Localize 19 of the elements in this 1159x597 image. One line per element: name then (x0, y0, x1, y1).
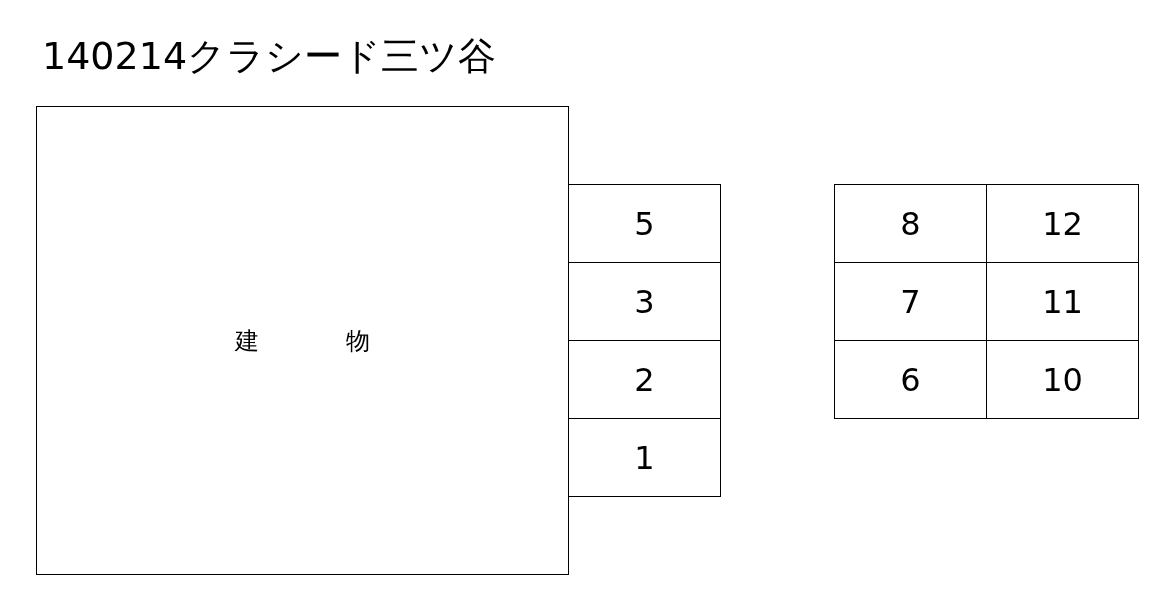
space-number: 6 (900, 360, 921, 399)
parking-space (568, 184, 721, 263)
parking-space (834, 184, 987, 263)
space-number: 12 (1042, 204, 1083, 243)
building-outline (36, 106, 569, 575)
plan-title: 140214クラシード三ツ谷 (42, 36, 497, 78)
parking-space (986, 184, 1139, 263)
space-number: 11 (1042, 282, 1083, 321)
space-number: 1 (634, 438, 655, 477)
building-label: 建 物 (234, 325, 371, 357)
space-number: 3 (634, 282, 655, 321)
space-number: 2 (634, 360, 655, 399)
parking-space (568, 418, 721, 497)
space-number: 7 (900, 282, 921, 321)
parking-space (986, 340, 1139, 419)
parking-space (834, 340, 987, 419)
space-number: 10 (1042, 360, 1083, 399)
space-number: 5 (634, 204, 655, 243)
space-number: 8 (900, 204, 921, 243)
